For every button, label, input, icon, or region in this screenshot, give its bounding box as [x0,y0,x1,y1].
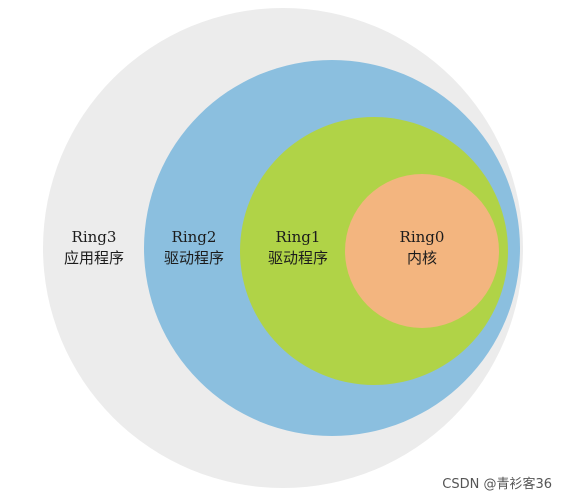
ring3-label: Ring3 [72,228,117,246]
ring3-sublabel: 应用程序 [64,249,124,267]
ring2-sublabel: 驱动程序 [164,249,224,267]
ring0-sublabel: 内核 [407,249,437,267]
watermark-text: CSDN @青衫客36 [442,476,552,492]
ring2-label: Ring2 [172,228,217,246]
ring1-sublabel: 驱动程序 [268,249,328,267]
ring0-label: Ring0 [400,228,445,246]
ring1-label: Ring1 [276,228,321,246]
ring0-circle [345,174,499,328]
